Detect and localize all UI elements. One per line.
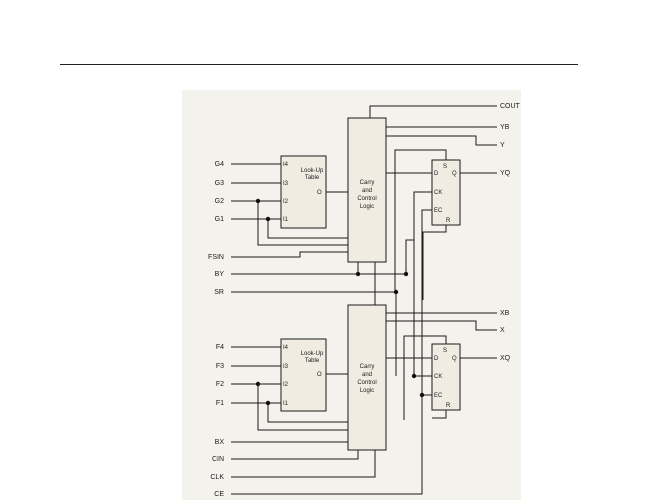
- label-x: X: [500, 327, 505, 334]
- ff-bottom-r: R: [446, 403, 451, 409]
- ff-top-r: R: [446, 218, 451, 224]
- ff-bottom-ec: EC: [434, 393, 443, 399]
- ff-top-ec: EC: [434, 208, 443, 214]
- lut-top-block: Look-Up Table I4 I3 I2 I1 O: [280, 155, 327, 229]
- label-f3: F3: [216, 363, 224, 370]
- label-clk: CLK: [210, 474, 224, 481]
- lut-bottom-i4: I4: [283, 345, 289, 351]
- lut-bottom-title-2: Table: [305, 358, 320, 364]
- label-y: Y: [500, 142, 505, 149]
- label-f2: F2: [216, 381, 224, 388]
- lut-bottom-block: Look-Up Table I4 I3 I2 I1 O: [280, 338, 327, 412]
- ff-bottom-ck: CK: [434, 374, 442, 380]
- label-cin: CIN: [212, 456, 224, 463]
- output-labels: COUT YB Y YQ XB X XQ: [500, 103, 521, 362]
- top-wires: [231, 105, 497, 458]
- lut-top-i1: I1: [283, 217, 289, 223]
- lut-top-i4: I4: [283, 162, 289, 168]
- lut-top-o: O: [317, 190, 322, 196]
- carry-top-line-4: Logic: [360, 204, 374, 210]
- carry-bottom-line-4: Logic: [360, 388, 374, 394]
- ff-top-d: D: [434, 171, 439, 177]
- label-bx: BX: [215, 439, 225, 446]
- ff-top-block: S D Q CK EC R: [431, 159, 461, 226]
- carry-top-line-3: Control: [357, 196, 376, 202]
- label-g4: G4: [215, 161, 224, 168]
- label-g1: G1: [215, 216, 224, 223]
- ff-bottom-d: D: [434, 356, 439, 362]
- lut-top-title-2: Table: [305, 175, 320, 181]
- label-fsin: FSIN: [208, 254, 224, 261]
- bottom-wires: [231, 240, 497, 495]
- carry-bottom-line-3: Control: [357, 380, 376, 386]
- lut-bottom-i3: I3: [283, 364, 289, 370]
- label-f1: F1: [216, 400, 224, 407]
- label-by: BY: [215, 271, 225, 278]
- label-yq: YQ: [500, 170, 511, 177]
- horizontal-rule: [60, 64, 578, 65]
- lut-top-i2: I2: [283, 199, 289, 205]
- label-cout: COUT: [500, 103, 521, 110]
- lut-bottom-o: O: [317, 372, 322, 378]
- ff-top-q: Q: [452, 171, 457, 177]
- ff-top-ck: CK: [434, 190, 442, 196]
- carry-top-line-1: Carry: [360, 180, 375, 186]
- label-xb: XB: [500, 310, 510, 317]
- input-labels: G4 G3 G2 G1 FSIN BY SR F4 F3 F2 F1 BX CI…: [208, 161, 224, 498]
- lut-top-title-1: Look-Up: [301, 168, 324, 174]
- lut-bottom-i2: I2: [283, 382, 289, 388]
- ff-top-s: S: [443, 164, 447, 170]
- label-g3: G3: [215, 180, 224, 187]
- label-sr: SR: [214, 289, 224, 296]
- carry-top-block: Carry and Control Logic: [347, 117, 387, 263]
- label-xq: XQ: [500, 355, 511, 362]
- label-ce: CE: [214, 491, 224, 498]
- carry-bottom-line-2: and: [362, 372, 372, 378]
- carry-top-line-2: and: [362, 188, 372, 194]
- label-yb: YB: [500, 124, 510, 131]
- junction-dots: [255, 198, 425, 406]
- carry-bottom-block: Carry and Control Logic: [347, 304, 387, 451]
- ff-bottom-s: S: [443, 348, 447, 354]
- ff-bottom-block: S D Q CK EC R: [431, 343, 461, 411]
- lut-top-i3: I3: [283, 181, 289, 187]
- ff-bottom-q: Q: [452, 356, 457, 362]
- carry-bottom-line-1: Carry: [360, 364, 375, 370]
- lut-bottom-i1: I1: [283, 401, 289, 407]
- label-f4: F4: [216, 344, 224, 351]
- lut-bottom-title-1: Look-Up: [301, 351, 324, 357]
- label-g2: G2: [215, 198, 224, 205]
